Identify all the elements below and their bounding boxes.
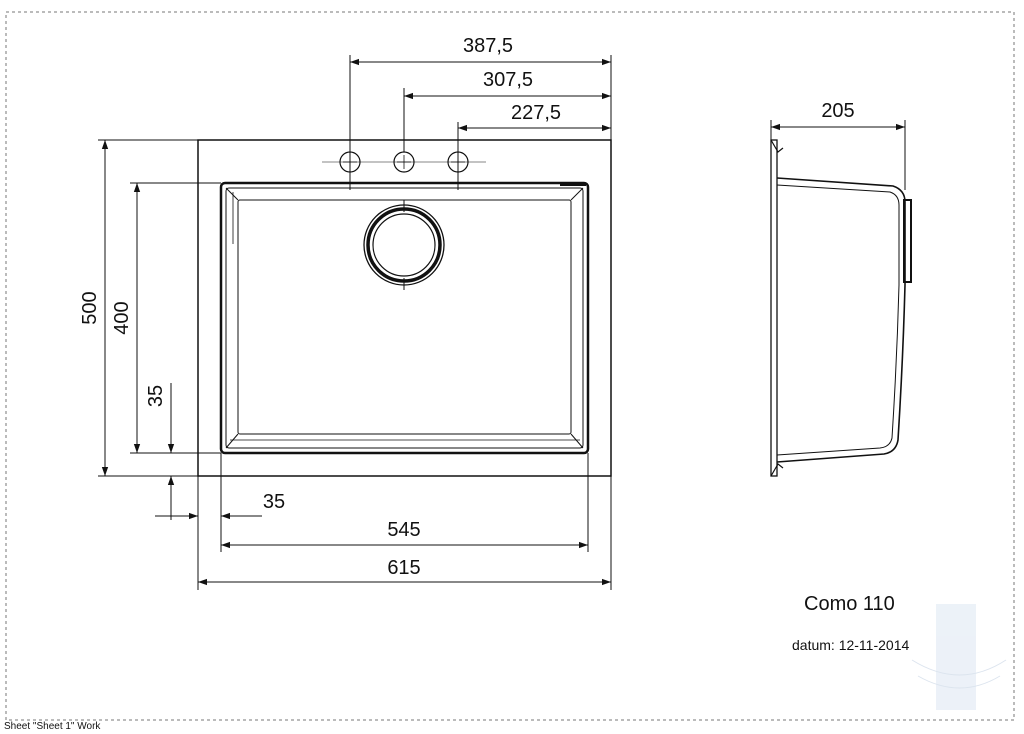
side-bowl-profile: [776, 177, 906, 463]
bowl-floor: [237, 199, 572, 435]
dim-bowl-width: 545: [387, 519, 420, 541]
dim-bowl-offset-horizontal: 35: [263, 491, 285, 513]
watermark-icon: [911, 604, 1007, 710]
dim-bowl-offset-vertical: 35: [145, 385, 167, 407]
dim-depth: 205: [821, 100, 854, 122]
dim-hole-1: 387,5: [463, 35, 513, 57]
dim-hole-2: 307,5: [483, 69, 533, 91]
dim-hole-3: 227,5: [511, 102, 561, 124]
bowl-rim: [219, 181, 590, 455]
sink-outer-contour: [197, 139, 612, 477]
dim-bowl-height: 400: [111, 301, 133, 334]
sink-side-view: [770, 139, 912, 477]
date-label: datum: 12-11-2014: [792, 637, 909, 653]
dimension-lines: [98, 55, 906, 590]
bowl-rim-inner: [225, 187, 584, 449]
side-flange: [770, 139, 778, 477]
overflow-outlet: [903, 199, 912, 283]
drain-icon: [363, 200, 445, 290]
dim-outer-height: 500: [79, 291, 101, 324]
dim-outer-width: 615: [387, 557, 420, 579]
sheet-border: [5, 11, 1015, 721]
model-name: Como 110: [804, 593, 895, 615]
sheet-label: Sheet "Sheet 1" Work: [4, 721, 101, 732]
sink-top-view: [197, 139, 612, 477]
